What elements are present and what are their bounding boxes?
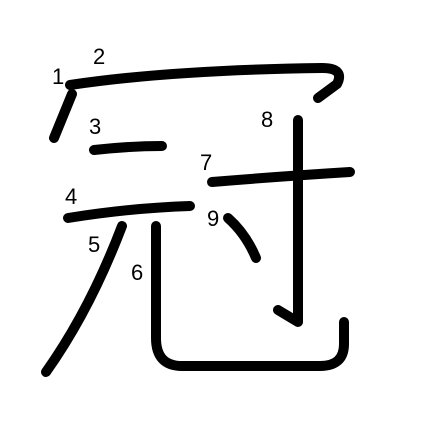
stroke-1	[49, 89, 77, 143]
stroke-9	[223, 213, 261, 263]
stroke-4	[63, 201, 195, 223]
stroke-3	[89, 141, 167, 155]
stroke-8	[273, 115, 303, 327]
stroke-number-8: 8	[261, 107, 274, 132]
stroke-7	[207, 167, 355, 187]
stroke-number-7: 7	[200, 150, 213, 175]
stroke-number-1: 1	[52, 64, 65, 89]
stroke-number-9: 9	[207, 206, 220, 231]
stroke-6	[151, 221, 349, 371]
stroke-5	[41, 221, 127, 377]
stroke-number-3: 3	[89, 114, 102, 139]
stroke-number-2: 2	[93, 44, 106, 69]
stroke-number-4: 4	[65, 184, 78, 209]
stroke-number-5: 5	[88, 232, 101, 257]
stroke-number-6: 6	[131, 260, 144, 285]
stroke-2	[65, 63, 345, 103]
